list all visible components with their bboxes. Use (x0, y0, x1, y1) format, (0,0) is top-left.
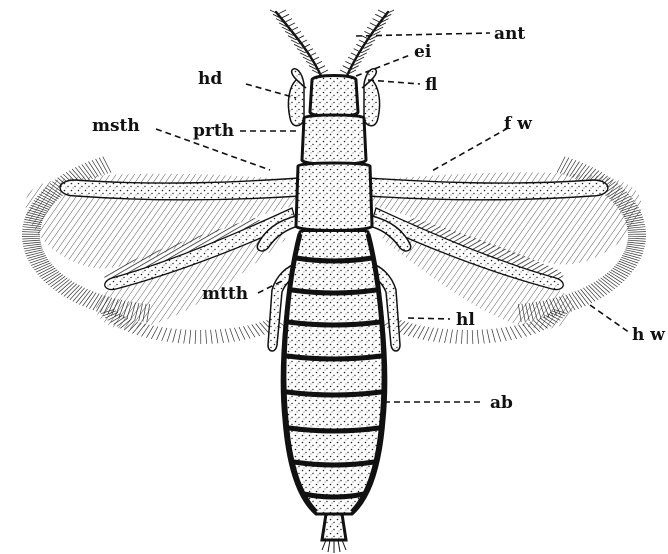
label-mtth: mtth (202, 284, 248, 304)
label-ei: ei (414, 42, 432, 62)
label-fl: fl (425, 75, 437, 95)
label-prth: prth (193, 121, 234, 141)
label-ab: ab (490, 393, 513, 413)
label-hd: hd (198, 69, 222, 89)
abdomen (282, 231, 386, 515)
tail-tube (322, 514, 346, 540)
label-msth: msth (92, 116, 140, 136)
label-hw: h w (632, 325, 665, 345)
body (282, 76, 386, 541)
prothorax (302, 115, 366, 165)
head (310, 76, 358, 117)
label-hl: hl (456, 310, 475, 330)
mesothorax (296, 163, 372, 231)
tail-bristles (322, 540, 346, 553)
antenna-bristles (270, 10, 394, 74)
label-ant: ant (494, 24, 525, 44)
label-fw: f w (504, 114, 532, 134)
